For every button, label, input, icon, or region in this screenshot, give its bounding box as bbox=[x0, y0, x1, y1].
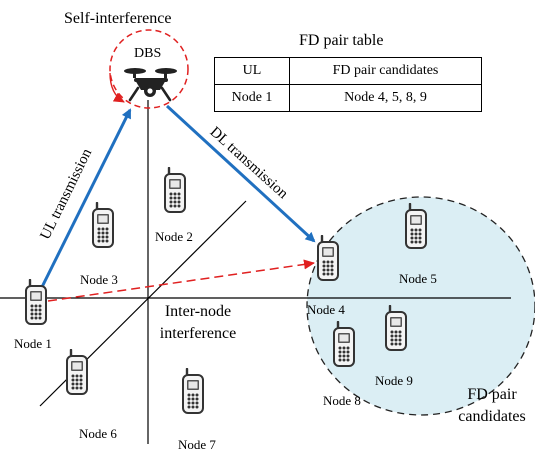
node-label-9: Node 9 bbox=[375, 373, 413, 388]
fd-candidates-region bbox=[306, 196, 535, 416]
self-interference-label: Self-interference bbox=[64, 10, 172, 27]
node-label-1: Node 1 bbox=[14, 336, 52, 351]
node-label-7: Node 7 bbox=[178, 437, 216, 452]
node-label-4: Node 4 bbox=[307, 302, 345, 317]
table-header-candidates: FD pair candidates bbox=[289, 57, 482, 85]
fd-candidates-label-line2: candidates bbox=[458, 408, 526, 425]
node-label-2: Node 2 bbox=[155, 229, 193, 244]
node-label-3: Node 3 bbox=[80, 272, 118, 287]
inter-node-label-line1: Inter-node bbox=[164, 303, 232, 320]
node-label-5: Node 5 bbox=[399, 271, 437, 286]
phone-icon-node-9 bbox=[384, 305, 408, 351]
table-header-ul: UL bbox=[214, 57, 290, 85]
self-interference-arrow bbox=[109, 72, 125, 103]
inter-node-label-line2: interference bbox=[159, 325, 237, 342]
phone-icon-node-3 bbox=[91, 202, 115, 248]
phone-icon-node-4 bbox=[316, 235, 340, 281]
dbs-label: DBS bbox=[134, 46, 162, 61]
phone-icon-node-8 bbox=[332, 321, 356, 367]
ul-transmission-arrow bbox=[40, 108, 132, 288]
table-row: Node 1 Node 4, 5, 8, 9 bbox=[214, 84, 482, 112]
fd-pair-table: UL FD pair candidates Node 1 Node 4, 5, … bbox=[214, 57, 482, 112]
phone-icon-node-1 bbox=[24, 279, 48, 325]
table-header-row: UL FD pair candidates bbox=[214, 57, 482, 85]
phone-icon-node-6 bbox=[65, 349, 89, 395]
dl-transmission-arrow bbox=[165, 104, 316, 243]
fd-candidates-label-line1: FD pair bbox=[467, 386, 517, 403]
phone-icon-node-2 bbox=[163, 167, 187, 213]
self-interference-circle bbox=[109, 29, 189, 109]
table-cell-candidates: Node 4, 5, 8, 9 bbox=[289, 84, 482, 112]
fd-pair-table-title: FD pair table bbox=[299, 32, 384, 49]
inter-node-interference-arrow bbox=[47, 259, 315, 302]
phone-icon-node-5 bbox=[404, 203, 428, 249]
node-label-6: Node 6 bbox=[79, 426, 117, 441]
table-cell-ul-node: Node 1 bbox=[214, 84, 290, 112]
drone-icon bbox=[124, 68, 177, 102]
node-label-8: Node 8 bbox=[323, 393, 361, 408]
phone-icon-node-7 bbox=[181, 368, 205, 414]
dl-transmission-label: DL transmission bbox=[207, 124, 292, 202]
